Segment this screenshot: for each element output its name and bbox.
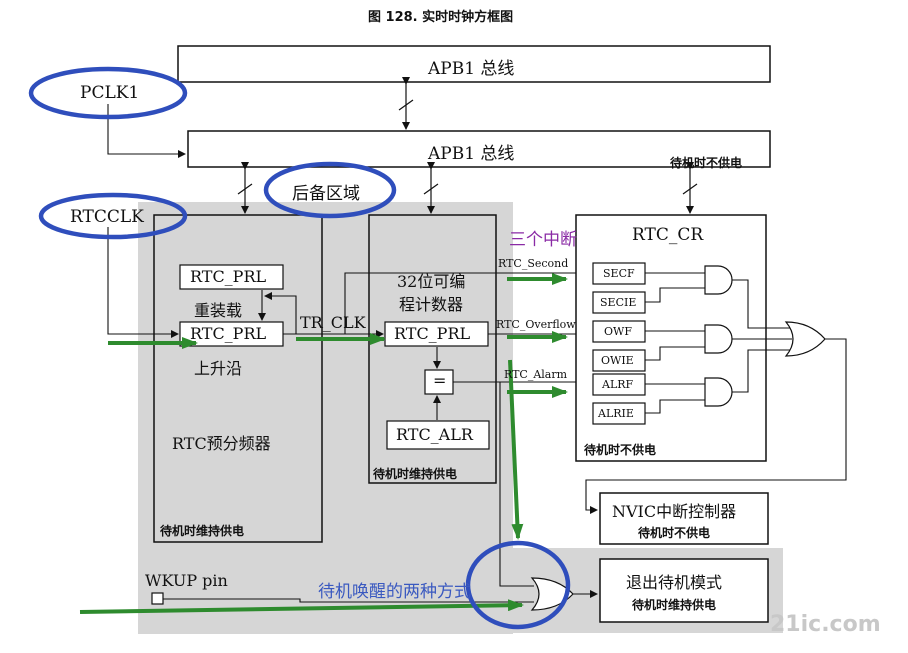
apb1-top-bus-box — [177, 45, 771, 83]
apb1-bottom-label: APB1 总线 — [428, 144, 515, 164]
exit-standby-label: 退出待机模式 — [626, 573, 723, 592]
or-gate-interrupt — [784, 321, 826, 357]
nvic-label: NVIC中断控制器 — [612, 502, 737, 521]
bus-link-prescaler — [237, 162, 253, 214]
alarm-to-wake-wire — [499, 382, 534, 587]
tr-clk-label: TR_CLK — [300, 313, 366, 332]
counter-title-line1: 32位可编 — [397, 272, 466, 291]
alr-reg-label: RTC_ALR — [396, 425, 473, 444]
counter-power-note: 待机时维持供电 — [373, 467, 458, 481]
apb1-top-label: APB1 总线 — [428, 59, 515, 79]
green-arrows — [79, 273, 568, 614]
flag-alrie: ALRIE — [598, 407, 634, 420]
signal-second: RTC_Second — [498, 257, 569, 270]
prl-reload-box — [179, 264, 284, 290]
apb1-bottom-bus-box — [187, 130, 771, 168]
prescaler-power-note: 待机时维持供电 — [160, 524, 245, 538]
nvic-power-note: 待机时不供电 — [638, 526, 711, 540]
rtc-cr-power-note: 待机时不供电 — [584, 443, 657, 457]
second-wire — [344, 269, 589, 334]
apb1-bottom-power-note: 待机时不供电 — [670, 156, 743, 170]
counter-box — [368, 214, 497, 484]
prl-reload-label: RTC_PRL — [190, 267, 267, 286]
two-wakeup-ways-label: 待机唤醒的两种方式 — [318, 582, 471, 602]
and-gates — [704, 265, 733, 407]
flag-secie: SECIE — [600, 296, 637, 309]
alr-reg-box — [386, 420, 490, 450]
signal-alarm: RTC_Alarm — [504, 368, 568, 381]
flag-boxes — [592, 262, 646, 425]
reload-label: 重装载 — [194, 301, 243, 320]
rtc-cr-title: RTC_CR — [632, 225, 704, 245]
rtcclk-wire — [107, 227, 179, 338]
or-to-nvic-wire — [585, 338, 847, 514]
cnt-reg-label: RTC_PRL — [394, 324, 471, 343]
backup-domain-label: 后备区域 — [292, 184, 360, 204]
flag-alrf: ALRF — [602, 378, 634, 391]
bus-link-control — [682, 162, 698, 214]
wkup-pin-label: WKUP pin — [145, 571, 228, 590]
counter-title-line2: 程计数器 — [399, 295, 464, 314]
pclk1-label: PCLK1 — [80, 83, 140, 103]
highlight-ellipses — [28, 66, 571, 630]
prl-div-label: RTC_PRL — [190, 324, 267, 343]
bus-link-main — [398, 77, 414, 130]
wkup-pin-square — [151, 592, 164, 605]
prescaler-name: RTC预分频器 — [172, 434, 271, 453]
flag-owf: OWF — [604, 325, 632, 338]
exit-standby-power-note: 待机时维持供电 — [632, 598, 717, 612]
signal-overflow: RTC_Overflow — [496, 318, 576, 331]
watermark: 21ic.com — [770, 612, 881, 637]
flag-secf: SECF — [603, 267, 635, 280]
figure-title: 图 128. 实时时钟方框图 — [368, 10, 514, 25]
three-interrupts-label: 三个中断 — [509, 230, 577, 250]
nvic-box — [599, 492, 769, 545]
flag-owie: OWIE — [601, 354, 634, 367]
rising-edge-label: 上升沿 — [194, 359, 243, 378]
bus-link-counter — [423, 162, 439, 214]
compare-label: = — [433, 371, 447, 390]
rtcclk-label: RTCCLK — [70, 207, 144, 227]
exit-standby-box — [599, 558, 769, 623]
prescaler-box — [153, 214, 323, 543]
pclk1-wire — [107, 104, 186, 158]
